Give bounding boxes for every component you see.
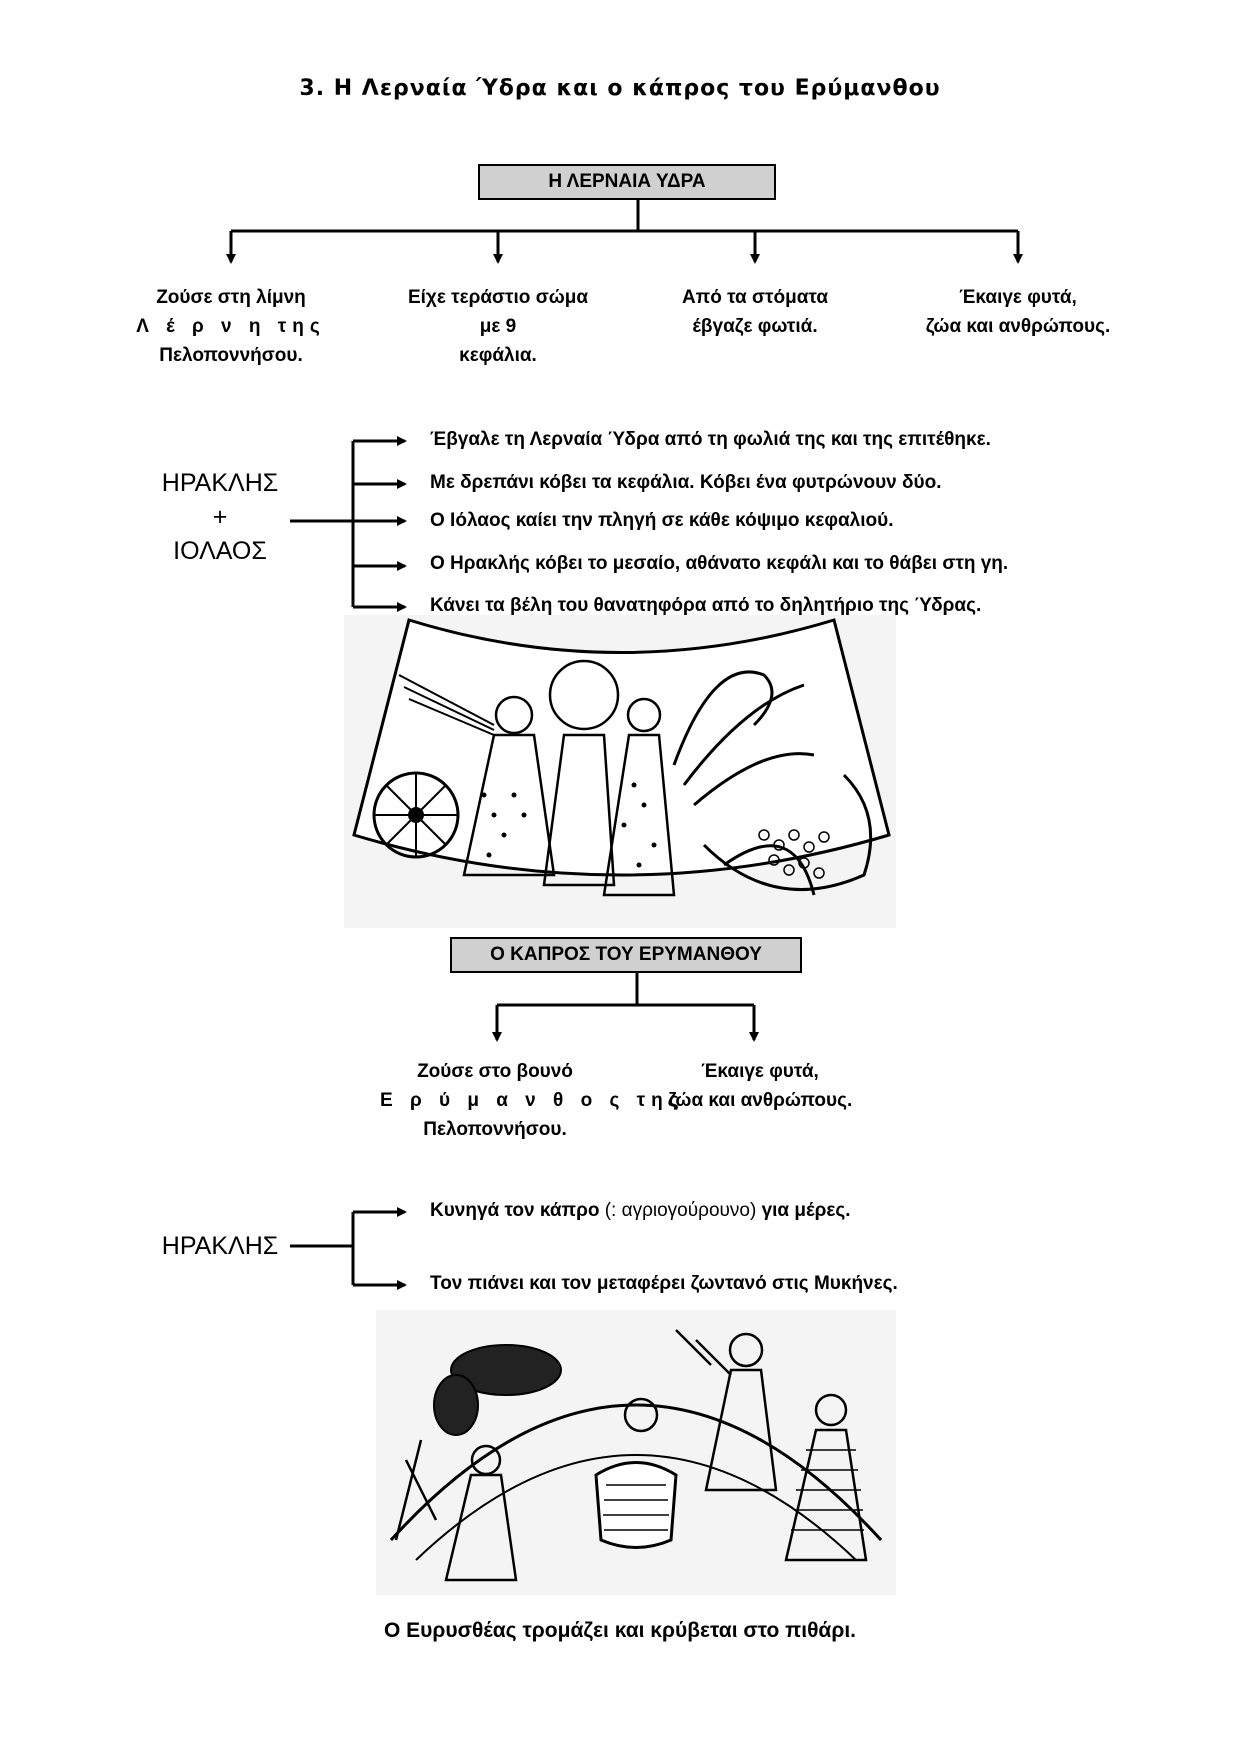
- hydra-deed-1: Έβγαλε τη Λερναία Ύδρα από τη φωλιά της …: [430, 429, 991, 450]
- boar-trait-2: Έκαιγε φυτά, ζώα και ανθρώπους.: [667, 1061, 853, 1111]
- boar-vase-illustration: [376, 1310, 896, 1595]
- boar-hero: ΗΡΑΚΛΗΣ: [161, 1232, 279, 1260]
- boar-title-box: Ο ΚΑΠΡΟΣ ΤΟΥ ΕΡΥΜΑΝΘΟΥ: [450, 937, 802, 973]
- boar-caption: Ο Ευρυσθέας τρομάζει και κρύβεται στο πι…: [383, 1619, 857, 1642]
- page-title: 3. Η Λερναία Ύδρα και ο κάπρος του Ερύμα…: [299, 76, 941, 101]
- boar-title-label: Ο ΚΑΠΡΟΣ ΤΟΥ ΕΡΥΜΑΝΘΟΥ: [490, 944, 762, 965]
- hydra-vase-illustration: [344, 615, 896, 928]
- hydra-trait-4: Έκαιγε φυτά, ζώα και ανθρώπους.: [925, 287, 1111, 337]
- boar-deed-1: Κυνηγά τον κάπρο (: αγριογούρουνο) για μ…: [430, 1200, 851, 1221]
- hydra-trait-3: Από τα στόματα έβγαζε φωτιά.: [681, 287, 829, 337]
- hydra-deed-5: Κάνει τα βέλη του θανατηφόρα από το δηλη…: [430, 595, 982, 616]
- boar-scene-drawing: [389, 1329, 883, 1582]
- hydra-trait-1: Ζούσε στη λίμνη Λ έ ρ ν η της Πελοποννήσ…: [136, 287, 326, 366]
- hydra-deed-2: Με δρεπάνι κόβει τα κεφάλια. Κόβει ένα φ…: [430, 472, 942, 493]
- boar-trait-1: Ζούσε στο βουνό Ε ρ ύ μ α ν θ ο ς της Πε…: [380, 1061, 685, 1140]
- hydra-deed-4: Ο Ηρακλής κόβει το μεσαίο, αθάνατο κεφάλ…: [430, 553, 1009, 574]
- hydra-trait-2: Είχε τεράστιο σώμα με 9 κεφάλια.: [407, 287, 589, 366]
- hydra-scene-drawing: [352, 618, 891, 897]
- boar-deed-2: Τον πιάνει και τον μεταφέρει ζωντανό στι…: [430, 1273, 898, 1294]
- hydra-deed-3: Ο Ιόλαος καίει την πληγή σε κάθε κόψιμο …: [430, 510, 894, 531]
- hydra-heroes: ΗΡΑΚΛΗΣ + ΙΟΛΑΟΣ: [161, 469, 279, 565]
- hydra-title-label: Η ΛΕΡΝΑΙΑ ΥΔΡΑ: [548, 171, 706, 192]
- hydra-title-box: Η ΛΕΡΝΑΙΑ ΥΔΡΑ: [478, 164, 776, 200]
